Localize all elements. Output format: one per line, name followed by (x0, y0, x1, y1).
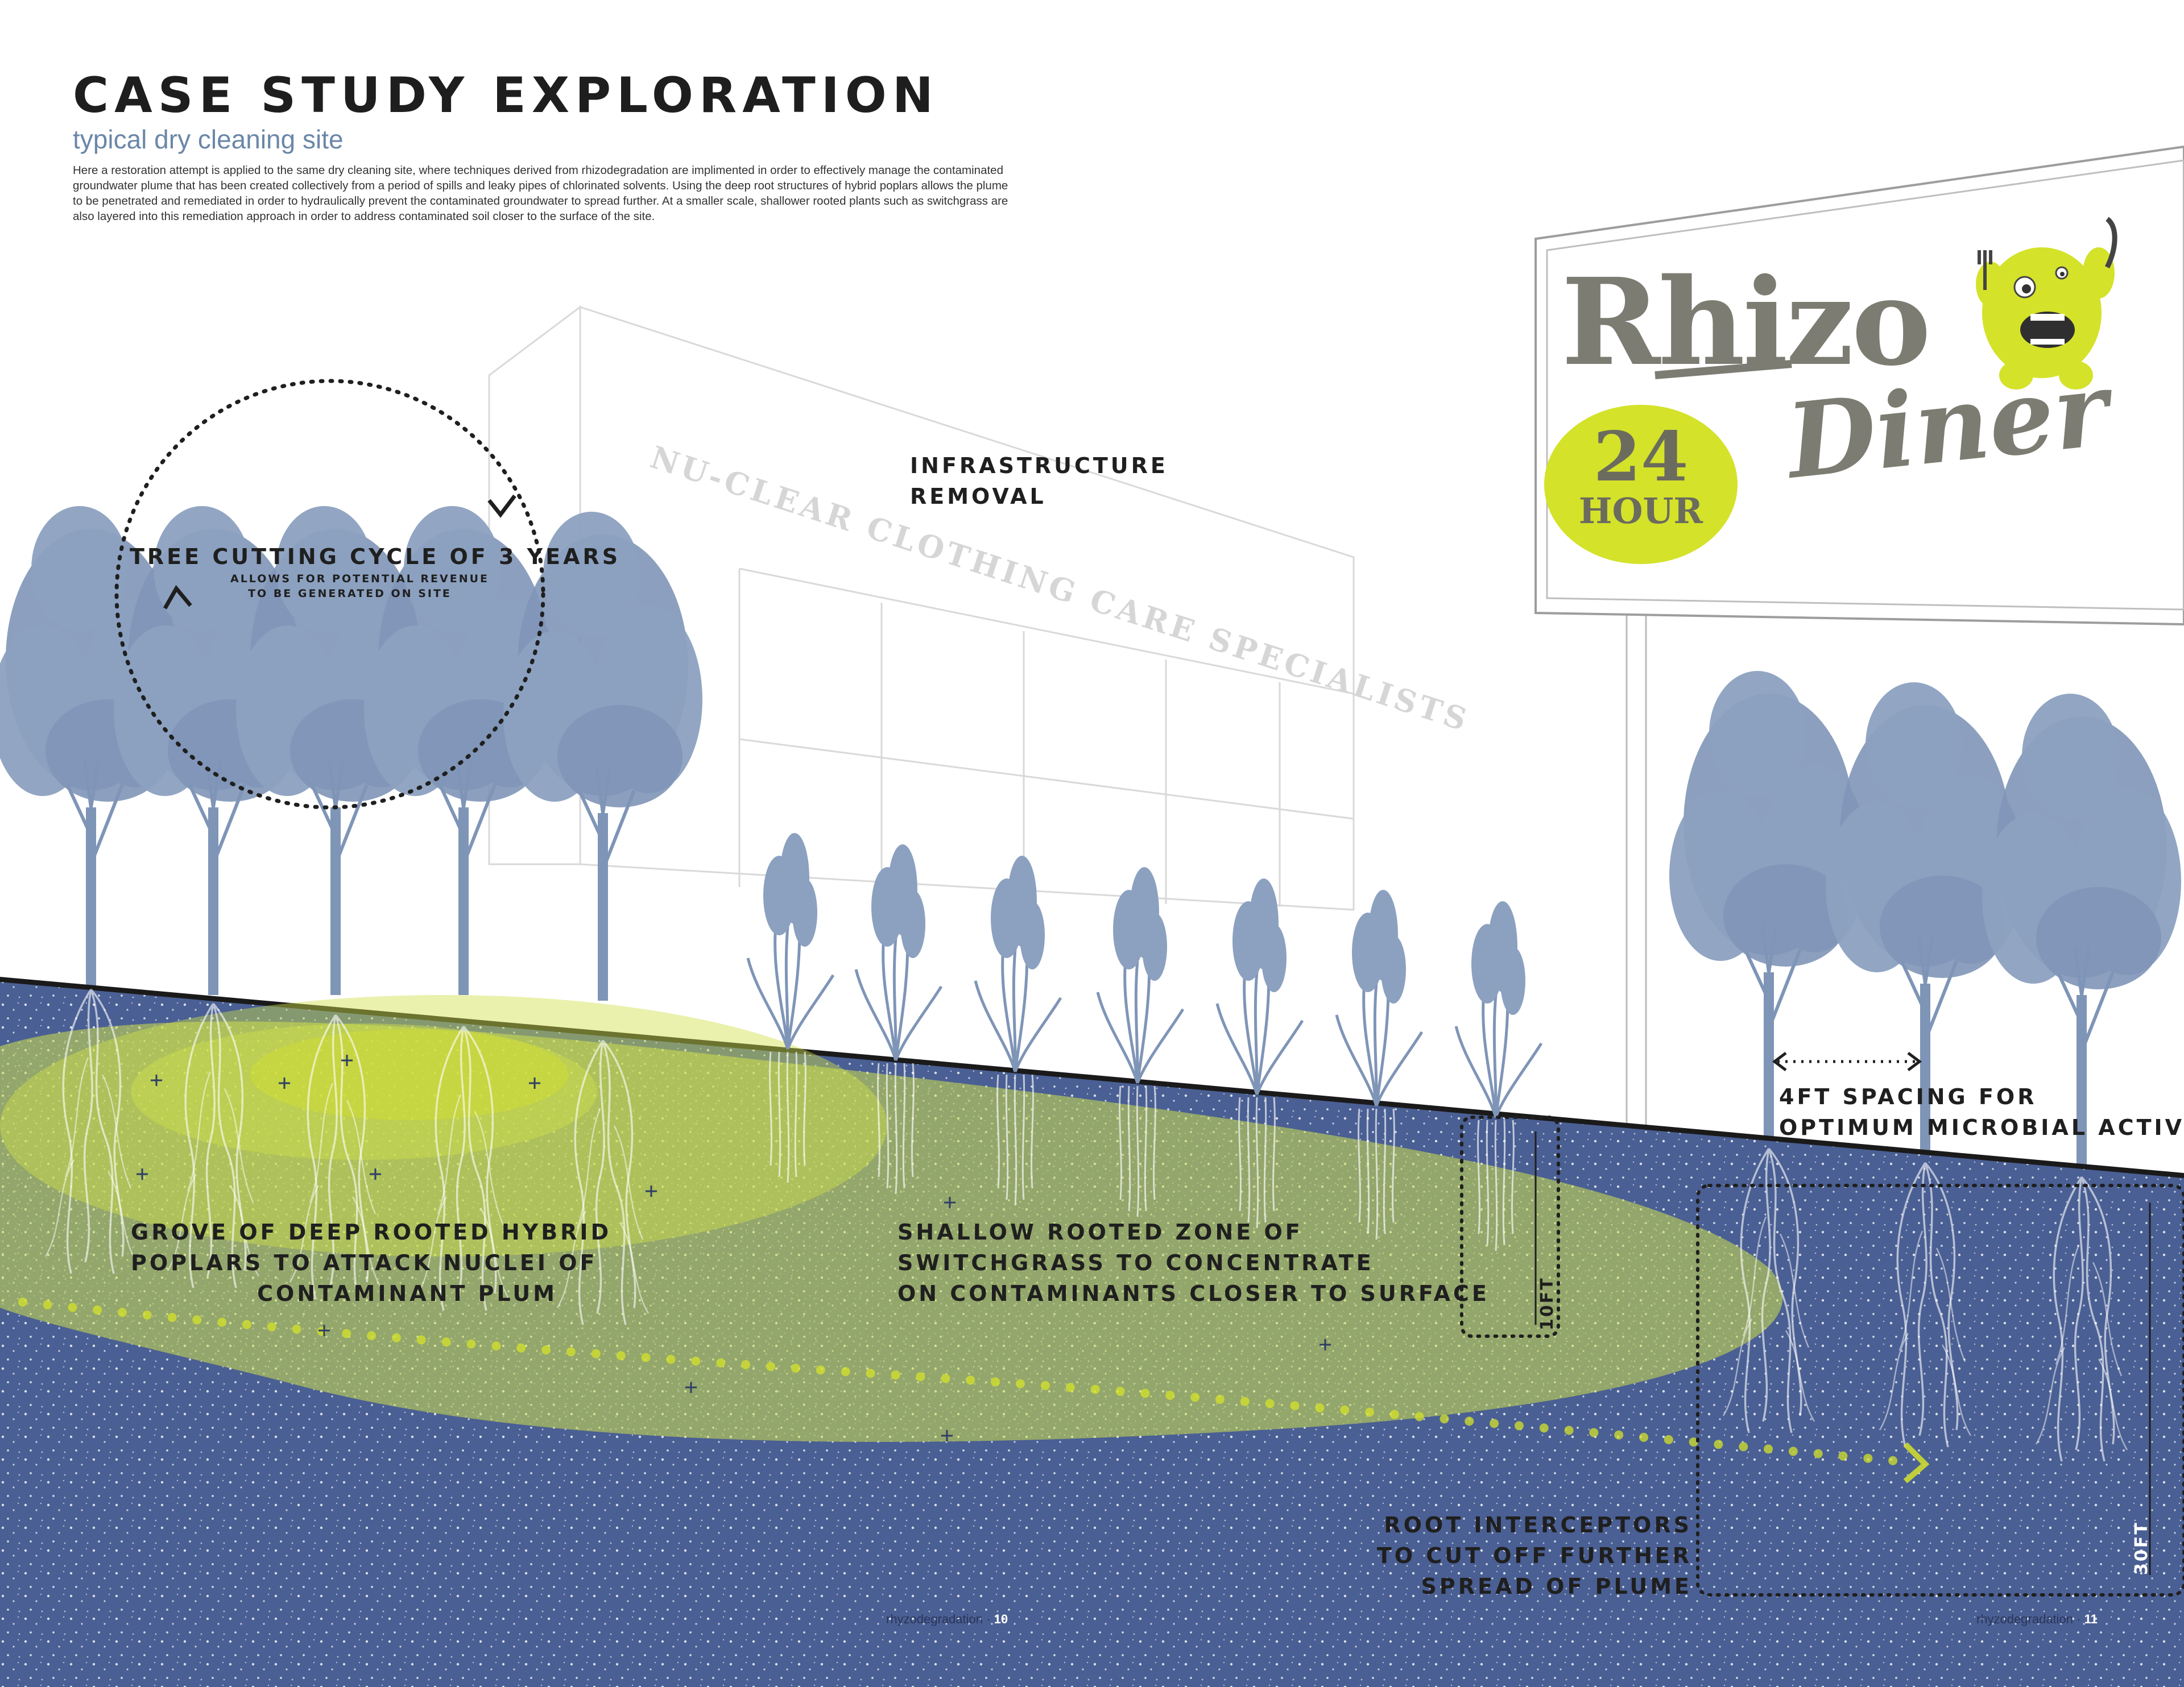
depth-label-30ft: 30FT (2132, 1521, 2152, 1575)
interceptor-zone-box-30ft (1696, 1184, 2184, 1597)
plume-flow-arrow (18, 1298, 1930, 1483)
contaminant-markers (136, 1055, 1331, 1441)
tree-cutting-cycle-note: ALLOWS FOR POTENTIAL REVENUE TO BE GENER… (230, 571, 490, 601)
spacing-line-1: 4FT SPACING FOR (1779, 1084, 2037, 1109)
depth-label-10ft: 10FT (1537, 1276, 1557, 1330)
spacing-label: 4FT SPACING FOR OPTIMUM MICROBIAL ACTIVI… (1779, 1081, 2184, 1143)
folio-right: rhyzodegradation · 11 (1976, 1612, 2098, 1626)
switch-line-1: SHALLOW ROOTED ZONE OF (897, 1220, 1303, 1245)
page-subtitle: typical dry cleaning site (73, 125, 344, 154)
poplar-grove-label: GROVE OF DEEP ROOTED HYBRID POPLARS TO A… (131, 1217, 612, 1309)
grove-line-3: CONTAMINANT PLUM (257, 1281, 557, 1306)
ground-surface-line (0, 977, 2184, 1178)
infra-line-1: INFRASTRUCTURE (910, 453, 1168, 478)
tree-cutting-cycle-diagram (114, 379, 545, 810)
hour-badge-word: HOUR (1579, 490, 1703, 532)
grove-line-1: GROVE OF DEEP ROOTED HYBRID (131, 1220, 612, 1245)
cycle-note-line-1: ALLOWS FOR POTENTIAL REVENUE (230, 573, 490, 585)
infrastructure-removal-label: INFRASTRUCTURE REMOVAL (910, 450, 1168, 512)
tree-cutting-cycle-label: TREE CUTTING CYCLE OF 3 YEARS (130, 541, 621, 572)
folio-left-number: 10 (994, 1612, 1008, 1626)
folio-left: rhyzodegradation · 10 (886, 1612, 1008, 1626)
hour-badge: 24 HOUR (1544, 405, 1738, 564)
tree-cutting-cycle-title: TREE CUTTING CYCLE OF 3 YEARS (130, 544, 621, 569)
intercept-line-1: ROOT INTERCEPTORS (1384, 1512, 1692, 1537)
billboard-underline (1654, 360, 1792, 379)
switch-line-2: SWITCHGRASS TO CONCENTRATE (897, 1250, 1374, 1275)
contaminant-plume (0, 995, 1783, 1442)
folio-left-text: rhyzodegradation (886, 1612, 983, 1626)
intercept-line-2: TO CUT OFF FURTHER (1376, 1543, 1692, 1568)
infra-line-2: REMOVAL (910, 484, 1046, 509)
folio-right-number: 11 (2084, 1612, 2098, 1626)
spacing-dimension-arrow (1772, 1052, 1922, 1071)
cycle-note-line-2: TO BE GENERATED ON SITE (248, 587, 452, 600)
grove-line-2: POPLARS TO ATTACK NUCLEI OF (131, 1250, 598, 1275)
switchgrass-zone-label: SHALLOW ROOTED ZONE OF SWITCHGRASS TO CO… (897, 1217, 1490, 1309)
intro-paragraph: Here a restoration attempt is applied to… (73, 164, 1008, 223)
hour-badge-number: 24 (1594, 417, 1689, 497)
diner-mascot-icon (1976, 217, 2117, 389)
page-title: CASE STUDY EXPLORATION (73, 67, 939, 124)
root-interceptors-label: ROOT INTERCEPTORS TO CUT OFF FURTHER SPR… (1359, 1510, 1692, 1602)
switch-line-3: ON CONTAMINANTS CLOSER TO SURFACE (897, 1281, 1490, 1306)
spacing-line-2: OPTIMUM MICROBIAL ACTIVITY (1779, 1115, 2184, 1140)
shallow-depth-box-10ft (1460, 1116, 1560, 1338)
intercept-line-3: SPREAD OF PLUME (1421, 1574, 1692, 1599)
folio-right-text: rhyzodegradation (1976, 1612, 2074, 1626)
